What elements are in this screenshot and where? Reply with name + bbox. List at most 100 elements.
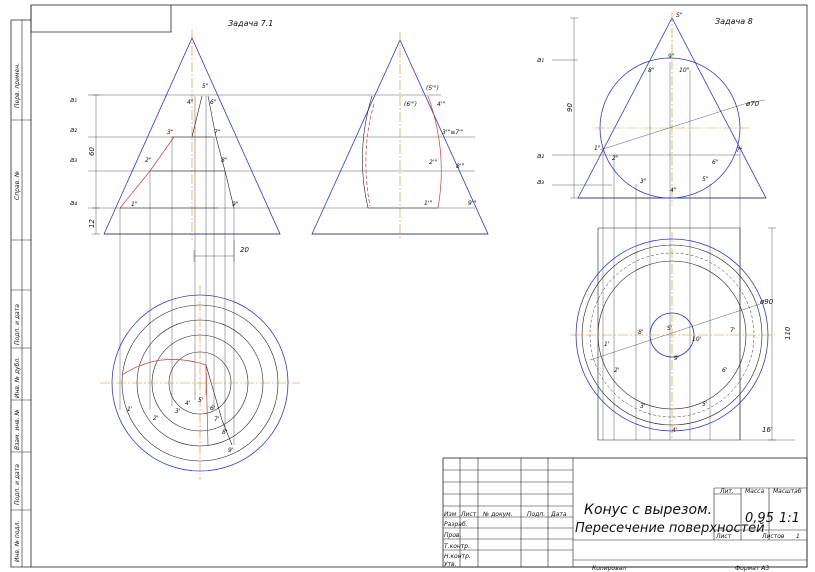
point-label: 2' <box>153 415 159 422</box>
point-label: (5'") <box>426 85 439 92</box>
point-label: 1" <box>131 201 138 208</box>
task1-drawing: Задача 7.1 60 12 20 a₁ a₂ a₃ a₄ 5" <box>70 19 489 480</box>
drawing-title-line2: Пересечение поверхностей <box>575 521 765 536</box>
point-label: 3' <box>175 408 181 415</box>
point-label: 2' <box>614 367 620 374</box>
tb-row-label: Т.контр. <box>444 543 470 550</box>
point-label: 4" <box>187 99 194 106</box>
point-label: 8' <box>638 329 644 336</box>
tb-col-label: № докум. <box>482 511 513 518</box>
task2-title: Задача 8 <box>715 17 753 26</box>
task2-drawing: Задача 8 90 ø70 a₁ a₂ a₃ S" 9" 8" 10" 1"… <box>537 12 795 441</box>
dim-16: 16' <box>762 426 773 434</box>
point-label: 1'" <box>424 200 432 207</box>
level-label: a₁ <box>70 96 77 104</box>
point-label: 7' <box>214 416 220 423</box>
mass-label: Масса <box>745 488 764 495</box>
dim-60: 60 <box>88 147 96 156</box>
tb-row-label: Пров. <box>444 532 462 539</box>
point-label: 9' <box>228 447 234 454</box>
level-label: a₃ <box>537 178 544 186</box>
side-stamp-label: Взам. инв. № <box>14 409 21 450</box>
tb-col-label: Изм <box>444 511 457 518</box>
point-label: 1" <box>594 145 601 152</box>
point-label: 6" <box>210 99 217 106</box>
point-label: 6' <box>722 367 728 374</box>
level-label: a₁ <box>537 56 544 64</box>
level-label: a₄ <box>70 199 77 207</box>
dim-d90: ø90 <box>759 298 774 306</box>
dim-12: 12 <box>88 219 96 228</box>
mass-value: 0,95 <box>745 511 774 526</box>
point-label: 5" <box>202 83 209 90</box>
side-stamp-label: Перв. примен. <box>14 63 21 108</box>
tb-col-label: Подп. <box>527 511 545 518</box>
level-label: a₂ <box>70 126 77 134</box>
point-label: 3' <box>640 403 646 410</box>
point-label: 2" <box>145 157 152 164</box>
point-label: 8" <box>221 157 228 164</box>
point-label: S" <box>676 12 683 19</box>
point-label: 4' <box>185 400 191 407</box>
point-label: 8'" <box>456 163 464 170</box>
copied-label: Копировал <box>592 565 626 572</box>
task2-plan-view: ø90 110 16' S' 8' 7' 1' 2' 3' 4' 5' 6' 9… <box>570 227 795 441</box>
task2-front-view: 90 ø70 a₁ a₂ a₃ S" 9" 8" 10" 1" 2" 3" 4"… <box>537 12 767 440</box>
task1-side-view: (5'") (6'") 4'" 3'"≡7'" 2'" 8'" 1'" 9'" <box>311 32 489 240</box>
point-label: 1' <box>604 341 610 348</box>
point-label: 10' <box>692 336 702 343</box>
point-label: 7' <box>730 327 736 334</box>
point-label: 8" <box>648 67 655 74</box>
sheet-frame <box>10 4 808 568</box>
tb-row-label: Разраб. <box>444 521 468 528</box>
side-stamp-label: Инв. № дубл. <box>14 357 21 398</box>
point-label: 4'" <box>437 101 445 108</box>
point-label: 3" <box>167 129 174 136</box>
point-label: 7" <box>214 129 221 136</box>
point-label: 3'"≡7'" <box>442 129 464 136</box>
point-label: 10" <box>679 67 690 74</box>
tb-row-label: Утв. <box>444 561 457 568</box>
point-label: 9" <box>668 53 675 60</box>
dim-110: 110 <box>784 326 792 340</box>
point-label: 9' <box>674 355 680 362</box>
task1-plan-view: 1' 2' 3' 4' 5' 6' 7' 8' 9' <box>100 285 300 480</box>
sheets-label: Листов <box>761 533 785 540</box>
point-label: (6'") <box>404 101 417 108</box>
side-stamp: Перв. примен. Справ. № Подп. и дата Инв.… <box>14 63 21 562</box>
point-label: 5' <box>198 397 204 404</box>
point-label: 7" <box>736 147 743 154</box>
scale-value: 1:1 <box>779 511 800 526</box>
tb-row-label: Н.контр. <box>444 553 471 560</box>
dim-90: 90 <box>566 103 574 112</box>
point-label: 9'" <box>468 200 476 207</box>
task1-front-view: 60 12 20 a₁ a₂ a₃ a₄ 5" 4" 6" 3" 7" 2" 8… <box>70 30 475 445</box>
sheet-label: Лист <box>715 533 732 540</box>
format-label: Формат А3 <box>735 565 769 572</box>
point-label: 9" <box>232 201 239 208</box>
level-label: a₃ <box>70 156 77 164</box>
point-label: 2'" <box>429 159 437 166</box>
side-stamp-label: Справ. № <box>14 171 21 200</box>
point-label: 6" <box>712 159 719 166</box>
point-label: 4' <box>672 427 678 434</box>
side-stamp-label: Подп. и дата <box>14 464 21 505</box>
point-label: 5" <box>702 176 709 183</box>
title-block: Изм Лист № докум. Подп. Дата Разраб. Про… <box>442 457 808 572</box>
point-label: 6' <box>210 405 216 412</box>
point-label: 2" <box>612 155 619 162</box>
tb-col-label: Дата <box>550 511 567 518</box>
point-label: S' <box>667 325 673 332</box>
point-label: 4" <box>670 187 677 194</box>
drawing-title-line1: Конус с вырезом. <box>584 502 712 518</box>
dim-20: 20 <box>240 246 249 254</box>
level-label: a₂ <box>537 152 544 160</box>
side-stamp-label: Подп. и дата <box>14 304 21 345</box>
side-stamp-label: Инв. № подл. <box>14 521 21 562</box>
tb-col-label: Лист <box>460 511 477 518</box>
task1-title: Задача 7.1 <box>228 19 273 28</box>
point-label: 5' <box>702 401 708 408</box>
dim-d70: ø70 <box>745 100 760 108</box>
scale-label: Масштаб <box>773 488 802 495</box>
